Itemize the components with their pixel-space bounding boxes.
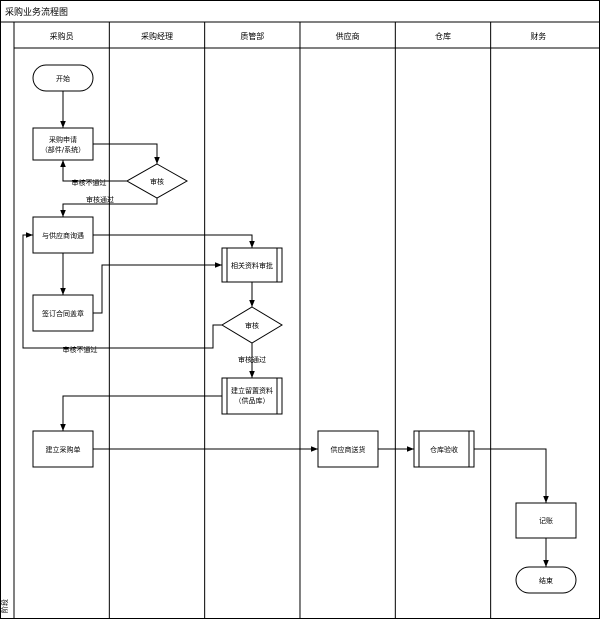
apply-node: 采购申请 （部件/系统） <box>32 127 94 161</box>
archive-node: 建立留置资料 （供品库） <box>221 377 283 415</box>
accept-label: 仓库验收 <box>430 445 458 454</box>
apply-label-line2: （部件/系统） <box>41 145 85 154</box>
lane-header: 仓库 <box>435 31 451 41</box>
edge-label-fail2: 审核不通过 <box>63 345 98 354</box>
swimlanes: 采购员 采购经理 质管部 供应商 仓库 财务 <box>50 22 546 619</box>
phase-label: 阶段 <box>0 599 9 613</box>
edge-label-fail1: 审核不通过 <box>72 178 107 187</box>
apply-label-line1: 采购申请 <box>49 135 77 144</box>
docreview-label: 相关资料审批 <box>231 261 273 270</box>
edge-contract-docreview <box>93 262 222 314</box>
edges <box>22 91 549 567</box>
edge-label-pass2: 审核通过 <box>238 355 266 364</box>
ship-label: 供应商送货 <box>331 445 366 454</box>
record-label: 记账 <box>539 516 553 525</box>
docreview-node: 相关资料审批 <box>221 247 283 283</box>
edge-apply-review1 <box>93 143 160 164</box>
edge-review1-fail <box>60 160 127 182</box>
inquiry-node: 与供应商询遇 <box>32 216 94 254</box>
archive-label-line1: 建立留置资料 <box>231 386 273 395</box>
diagram-title: 采购业务流程图 <box>5 6 68 18</box>
lane-header: 供应商 <box>336 31 360 41</box>
archive-label-line2: （供品库） <box>235 396 270 405</box>
start-label: 开始 <box>56 74 70 83</box>
edge-accept-record <box>474 448 549 503</box>
end-node: 结束 <box>515 566 577 594</box>
review2-label: 审核 <box>245 321 259 330</box>
lane-header: 财务 <box>530 31 546 41</box>
ship-node: 供应商送货 <box>317 430 379 468</box>
review2-decision: 审核 <box>221 306 283 344</box>
edge-inquiry-docreview <box>93 234 255 248</box>
po-label: 建立采购单 <box>46 445 81 454</box>
accept-node: 仓库验收 <box>413 430 475 468</box>
lane-header: 采购员 <box>50 31 74 41</box>
review1-decision: 审核 <box>125 163 189 199</box>
start-node: 开始 <box>32 64 94 92</box>
edge-archive-po <box>60 395 222 431</box>
inquiry-label: 与供应商询遇 <box>42 231 84 240</box>
review1-label: 审核 <box>150 177 164 186</box>
po-node: 建立采购单 <box>32 430 94 468</box>
end-label: 结束 <box>539 576 553 585</box>
edge-label-pass1: 审核通过 <box>86 195 114 204</box>
edge-review2-fail <box>22 232 222 349</box>
record-node: 记账 <box>515 502 577 539</box>
edge-review1-pass <box>60 198 158 217</box>
lane-header: 质管部 <box>240 31 264 41</box>
contract-node: 签订合同盖章 <box>32 294 94 332</box>
contract-label: 签订合同盖章 <box>42 309 84 318</box>
lane-header: 采购经理 <box>141 31 173 41</box>
